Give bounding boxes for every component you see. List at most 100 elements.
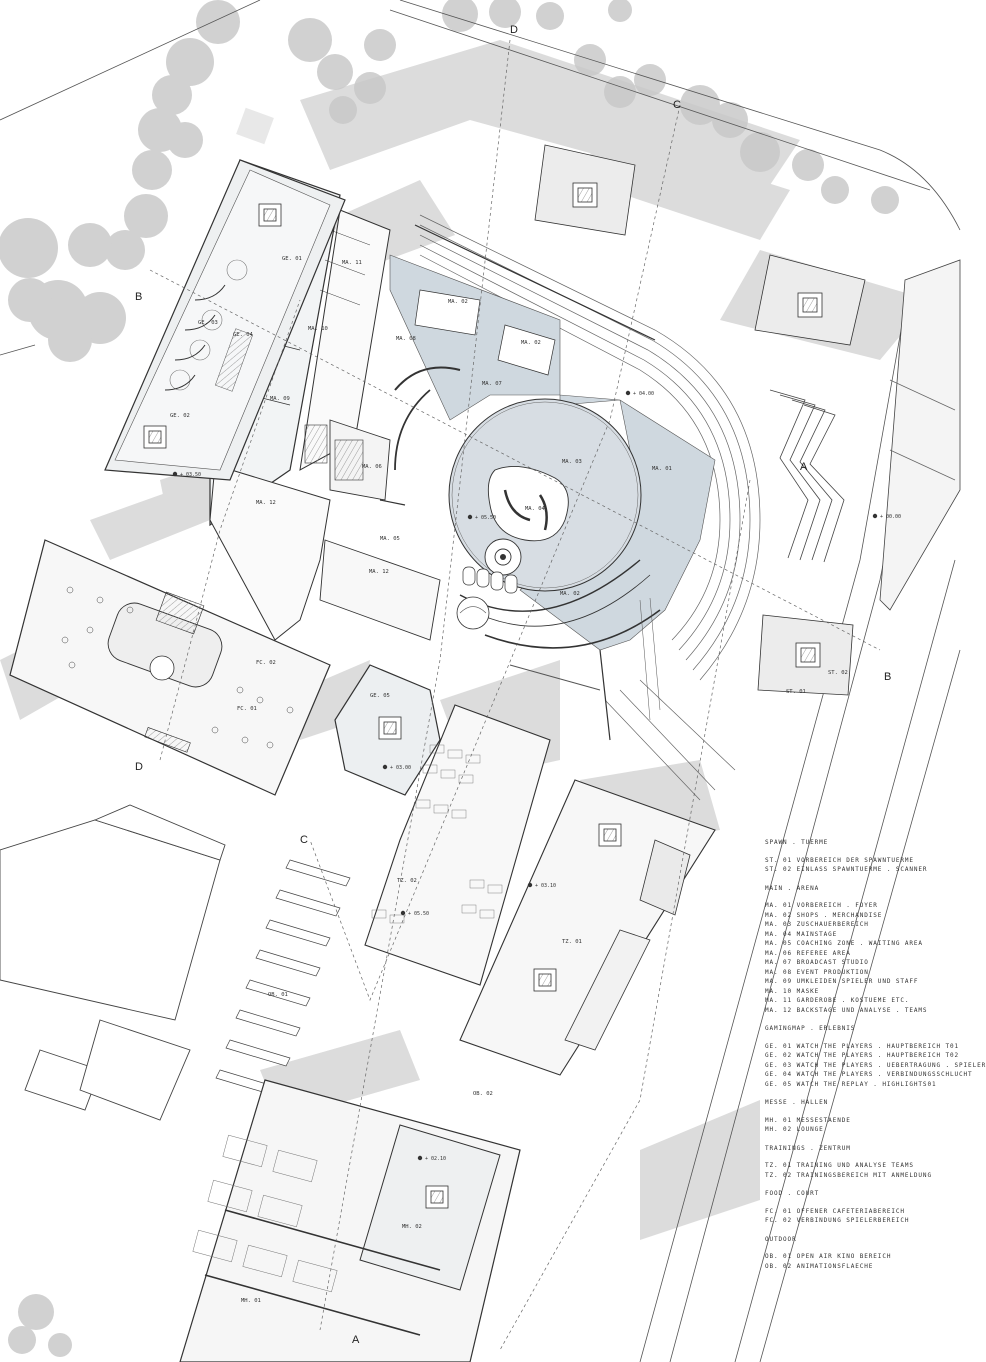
- room-labels: GE. 01 GE. 02 GE. 03 GE. 04 GE. 05 MA. 0…: [170, 256, 848, 1304]
- svg-text:+ 04.00: + 04.00: [633, 391, 654, 397]
- legend-item: MA. 05 COACHING ZONE . WAITING AREA: [765, 940, 923, 947]
- svg-text:+ 03.50: + 03.50: [180, 472, 201, 478]
- legend-item: TZ. 01 TRAINING UND ANALYSE TEAMS: [765, 1162, 914, 1169]
- label-st01: ST. 01: [786, 689, 806, 695]
- section-b-left: B: [135, 291, 142, 303]
- plaza-square: [236, 107, 274, 145]
- walkway-bridge: [879, 259, 961, 611]
- label-ge01: GE. 01: [282, 256, 302, 262]
- legend-item: MA. 01 VORBEREICH . FOYER: [765, 902, 878, 909]
- label-ma01: MA. 01: [652, 466, 672, 472]
- svg-text:+ 00.00: + 00.00: [880, 514, 901, 520]
- legend-item: MH. 01 MESSESTAENDE: [765, 1116, 851, 1124]
- level-mark-4: + 00.00: [872, 513, 901, 520]
- legend-group-title: FOOD . COURT: [765, 1190, 820, 1197]
- legend-item: MA. 08 EVENT PRODUKTION: [765, 968, 869, 976]
- label-ma10: MA. 10: [308, 326, 328, 332]
- section-lines: [149, 39, 881, 1351]
- svg-text:+ 05.50: + 05.50: [475, 515, 496, 521]
- trees: [0, 0, 899, 1357]
- training-center: [364, 704, 716, 1076]
- level-mark-6: + 05.50: [400, 910, 429, 917]
- legend-group: MAIN . ARENA MA. 01 VORBEREICH . FOYER MA.…: [765, 884, 955, 1016]
- label-ob01: OB. 01: [268, 992, 288, 998]
- arena-terraces: [419, 214, 761, 801]
- legend-group: FOOD . COURT FC. 01 OFFENER CAFETERIABERE…: [765, 1189, 955, 1226]
- label-tz01: TZ. 01: [562, 939, 582, 945]
- label-ge04: GE. 04: [233, 332, 254, 338]
- label-ma05: MA. 05: [380, 536, 400, 542]
- label-st02: ST. 02: [828, 670, 848, 676]
- label-ge03: GE. 03: [198, 320, 218, 326]
- label-ma09: MA. 09: [270, 396, 290, 402]
- label-fc01: FC. 01: [237, 706, 257, 712]
- section-a-right: A: [800, 461, 808, 473]
- level-mark-5: + 03.00: [382, 764, 411, 771]
- legend-group-title: SPAWN . TUERME: [765, 839, 829, 846]
- site-plan: D C B A B D C A GE. 01 GE. 02 GE. 03 GE.…: [0, 0, 961, 1362]
- level-mark-1: + 03.50: [172, 471, 201, 478]
- tower-symbols: [143, 144, 866, 1209]
- legend-item: OB. 01 OPEN AIR KINO BEREICH: [765, 1253, 892, 1260]
- food-court: [9, 539, 331, 796]
- section-b-right: B: [884, 671, 891, 683]
- legend-item: MA. 04 MAINSTAGE: [765, 930, 838, 938]
- legend-item: ST. 02 EINLASS SPAWNTUERME . SCANNER: [765, 866, 928, 873]
- legend-item: MA. 06 REFEREE AREA: [765, 949, 851, 957]
- legend: SPAWN . TUERME ST. 01 VORBEREICH DER SPAW…: [765, 838, 986, 1280]
- label-ge05: GE. 05: [370, 693, 390, 699]
- label-ma07: MA. 07: [482, 381, 502, 387]
- legend-item: GE. 04 WATCH THE PLAYERS . VERBINDUNGSSC…: [765, 1071, 973, 1078]
- legend-item: MH. 02 LOUNGE: [765, 1126, 824, 1133]
- svg-text:+ 05.50: + 05.50: [408, 911, 429, 917]
- level-mark-7: + 03.10: [527, 882, 556, 889]
- legend-item: GE. 02 WATCH THE PLAYERS . HAUPTBEREICH …: [765, 1052, 960, 1059]
- label-ma12b: MA. 12: [369, 569, 389, 575]
- svg-text:+ 03.00: + 03.00: [390, 765, 411, 771]
- legend-item: ST. 01 VORBEREICH DER SPAWNTUERME: [765, 856, 914, 864]
- section-d-top: D: [510, 24, 518, 36]
- legend-item: TZ. 02 TRAININGSBEREICH MIT ANMELDUNG: [765, 1171, 932, 1179]
- legend-group-title: OUTDOOR: [765, 1235, 797, 1243]
- legend-group: OUTDOOR OB. 01 OPEN AIR KINO BEREICH OB. 0…: [765, 1235, 955, 1272]
- label-ma08: MA. 08: [396, 336, 416, 342]
- label-tz02: TZ. 02: [397, 878, 417, 884]
- legend-group: MESSE . HALLEN MH. 01 MESSESTAENDE MH. 02 …: [765, 1098, 955, 1135]
- legend-group: SPAWN . TUERME ST. 01 VORBEREICH DER SPAW…: [765, 838, 955, 875]
- label-ma04: MA. 04: [525, 506, 546, 512]
- legend-item: GE. 03 WATCH THE PLAYERS . UEBERTRAGUNG …: [765, 1061, 986, 1069]
- label-ma02b: MA. 02: [521, 340, 541, 346]
- level-mark-2: + 04.00: [625, 390, 654, 397]
- legend-item: FC. 02 VERBINDUNG SPIELERBEREICH: [765, 1217, 910, 1224]
- legend-item: MA. 11 GARDEROBE . KOSTUEME ETC.: [765, 997, 910, 1004]
- legend-item: OB. 02 ANIMATIONSFLAECHE: [765, 1262, 874, 1270]
- gaming-map-wing: [104, 159, 346, 481]
- level-marks: + 03.50 + 04.00 + 05.50 + 00.00 + 03.00 …: [172, 390, 901, 1162]
- section-d-bottom: D: [135, 761, 143, 773]
- label-ma02c: MA. 02: [560, 591, 580, 597]
- label-ma12a: MA. 12: [256, 500, 276, 506]
- label-ma03: MA. 03: [562, 459, 582, 465]
- section-c-bottom: C: [300, 834, 308, 846]
- label-ma11: MA. 11: [342, 260, 362, 266]
- legend-group-title: TRAININGS . ZENTRUM: [765, 1144, 851, 1152]
- legend-item: MA. 03 ZUSCHAUERBEREICH: [765, 921, 869, 928]
- legend-item: GE. 05 WATCH THE REPLAY . HIGHLIGHTS01: [765, 1080, 937, 1088]
- label-ge02: GE. 02: [170, 413, 190, 419]
- legend-item: FC. 01 OFFENER CAFETERIABEREICH: [765, 1207, 905, 1215]
- label-mh02: MH. 02: [402, 1224, 422, 1230]
- legend-group-title: MAIN . ARENA: [765, 884, 820, 892]
- legend-item: MA. 07 BROADCAST STUDIO: [765, 959, 869, 966]
- messe-halls: [179, 1079, 521, 1362]
- arena-stairs-a: [769, 389, 845, 563]
- label-ma06: MA. 06: [362, 464, 382, 470]
- legend-group-title: MESSE . HALLEN: [765, 1099, 829, 1106]
- section-c-top: C: [673, 99, 681, 111]
- legend-group: TRAININGS . ZENTRUM TZ. 01 TRAINING UND A…: [765, 1144, 955, 1181]
- level-mark-3: + 05.50: [467, 514, 496, 521]
- existing-buildings: [0, 804, 226, 1121]
- legend-item: MA. 02 SHOPS . MERCHANDISE: [765, 911, 883, 919]
- legend-item: MA. 12 BACKSTAGE UND ANALYSE . TEAMS: [765, 1006, 928, 1014]
- label-ob02: OB. 02: [473, 1091, 493, 1097]
